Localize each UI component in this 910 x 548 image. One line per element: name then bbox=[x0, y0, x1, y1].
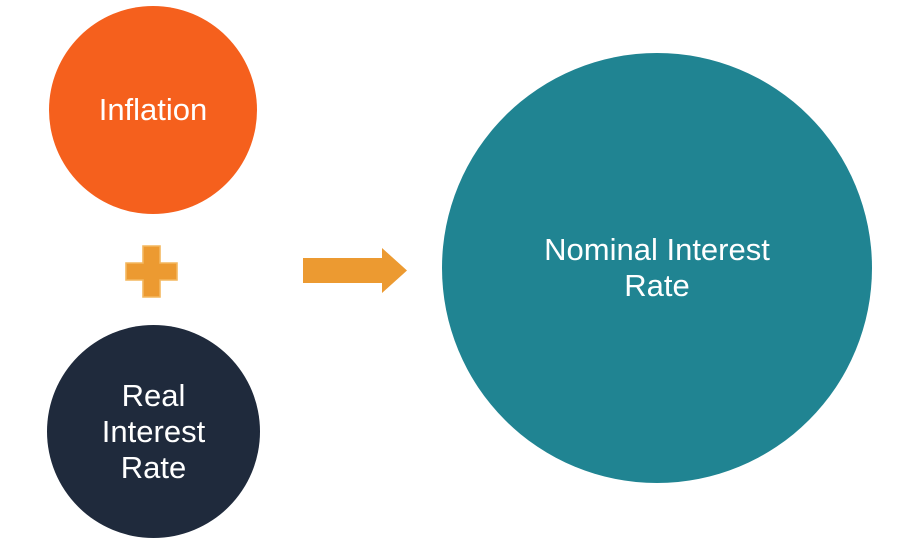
plus-icon-shape bbox=[125, 245, 178, 298]
node-real-interest-rate: Real Interest Rate bbox=[47, 325, 260, 538]
node-nominal-interest-rate: Nominal Interest Rate bbox=[442, 53, 872, 483]
node-inflation-label: Inflation bbox=[98, 92, 208, 127]
arrow-right-icon-shape bbox=[303, 248, 407, 293]
node-inflation: Inflation bbox=[49, 6, 257, 214]
node-real-interest-rate-label: Real Interest Rate bbox=[101, 377, 206, 485]
plus-icon bbox=[125, 245, 178, 298]
plus-glyph bbox=[125, 245, 178, 298]
arrow-right-icon bbox=[303, 248, 408, 293]
node-nominal-interest-rate-label: Nominal Interest Rate bbox=[544, 232, 770, 303]
arrow-glyph bbox=[303, 248, 407, 293]
